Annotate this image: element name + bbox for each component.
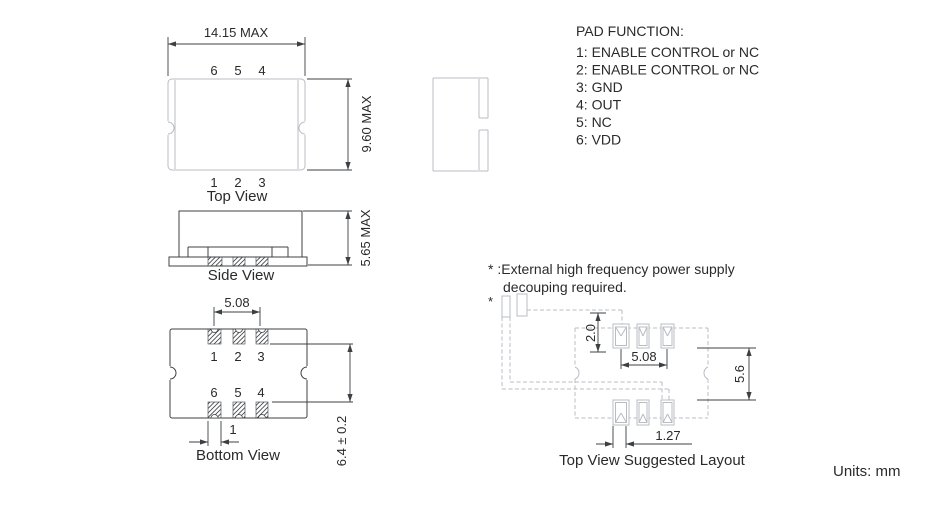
layout-note-marker: *	[488, 294, 493, 309]
drawing-text: 14.15 MAX 9.60 MAX 6 5 4 1 2 3 Top View …	[196, 23, 900, 480]
arrow-left	[221, 439, 229, 445]
dim-bottom-span-lines	[270, 343, 353, 403]
pin-number: 1	[210, 175, 217, 190]
arrow-down	[347, 394, 353, 402]
arrow-down	[746, 392, 752, 400]
side-notch	[703, 366, 709, 380]
dim-side-height-value: 5.65 MAX	[358, 209, 373, 266]
dark-outlines	[168, 210, 309, 419]
arrow-left	[214, 309, 222, 315]
side-notch	[169, 366, 177, 380]
pin-number: 4	[258, 63, 265, 78]
layout-pad	[612, 323, 630, 349]
pin-number: 6	[210, 63, 217, 78]
side-notch	[300, 366, 308, 380]
arrow-left	[621, 362, 629, 368]
dim-layout-clearance-value: 2.0	[583, 324, 598, 342]
side-notch	[167, 121, 175, 135]
pad-function-item: 5: NC	[576, 114, 612, 130]
pin-number: 6	[210, 385, 217, 400]
bottom-view-body	[168, 328, 309, 419]
layout-pad	[660, 399, 675, 426]
dim-side-height-lines	[303, 210, 352, 266]
side-notch	[298, 121, 306, 135]
pad-function-title: PAD FUNCTION:	[576, 23, 684, 39]
layout-note-line1: * :External high frequency power supply	[488, 261, 735, 277]
side-view-pads	[207, 256, 269, 267]
arrow-down	[595, 344, 601, 352]
layout-traces	[501, 309, 670, 400]
arrow-up	[595, 313, 601, 321]
top-view-body	[166, 78, 307, 171]
layout-view-label: Top View Suggested Layout	[559, 452, 746, 469]
pin-number: 3	[258, 175, 265, 190]
layout-pads-bottom-row	[612, 399, 675, 426]
dim-layout-span-lines	[697, 347, 756, 401]
dim-bottom-pitch-value: 5.08	[224, 295, 249, 310]
pin-number: 5	[234, 385, 241, 400]
end-view-body	[432, 77, 489, 172]
arrow-right	[200, 439, 208, 445]
dim-top-height-value: 9.60 MAX	[359, 95, 374, 152]
layout-pad	[636, 399, 650, 426]
dim-bottom-span-value: 6.4 ± 0.2	[334, 416, 349, 467]
pad-function-item: 6: VDD	[576, 132, 621, 148]
pad-function-item: 4: OUT	[576, 97, 622, 113]
arrow-up	[746, 348, 752, 356]
arrow-up	[347, 344, 353, 352]
pad-castellations-top	[210, 328, 266, 333]
dim-layout-span-value: 5.6	[732, 365, 747, 383]
dim-layout-pitch-value: 5.08	[631, 349, 656, 364]
pin-number: 3	[257, 349, 264, 364]
arrow-up	[345, 211, 351, 219]
pad-function-item: 3: GND	[576, 79, 623, 95]
arrow-down	[345, 257, 351, 265]
pad-function-item: 1: ENABLE CONTROL or NC	[576, 44, 759, 60]
dim-bottom-padwidth-value: 1	[229, 422, 236, 437]
arrow-right	[659, 362, 667, 368]
bottom-view-pads-bottom	[207, 401, 269, 419]
layout-pads-top-row	[612, 323, 675, 349]
layout-cap-pads	[501, 293, 528, 318]
pad-function-list: PAD FUNCTION: 1: ENABLE CONTROL or NC 2:…	[576, 23, 759, 148]
dim-top-width-lines	[167, 37, 306, 76]
dimension-arrows	[168, 41, 752, 447]
arrow-down	[345, 162, 351, 170]
layout-pad	[636, 323, 650, 349]
top-view-label: Top View	[207, 188, 268, 205]
side-view-label: Side View	[208, 267, 275, 284]
pad-castellations-bottom	[210, 414, 266, 419]
bottom-view-label: Bottom View	[196, 447, 280, 464]
arrow-up	[345, 79, 351, 87]
bottom-view-pads-top	[207, 328, 269, 345]
dim-top-width-value: 14.15 MAX	[204, 25, 269, 40]
dim-layout-padwidth-lines	[596, 426, 692, 448]
units-label: Units: mm	[833, 463, 901, 480]
layout-pad	[660, 323, 675, 349]
dim-top-height-lines	[307, 78, 352, 171]
arrow-left	[626, 441, 634, 447]
arrow-left	[168, 41, 176, 47]
side-view-body	[168, 210, 308, 267]
arrow-right	[297, 41, 305, 47]
dim-layout-padwidth-value: 1.27	[655, 428, 680, 443]
light-outlines	[166, 77, 709, 426]
arrow-right	[252, 309, 260, 315]
pin-number: 2	[234, 349, 241, 364]
pad-function-item: 2: ENABLE CONTROL or NC	[576, 62, 759, 78]
pin-number: 1	[210, 349, 217, 364]
side-notch	[574, 366, 580, 380]
pin-number: 2	[234, 175, 241, 190]
pin-number: 5	[234, 63, 241, 78]
dim-bottom-padwidth-lines	[189, 421, 239, 446]
dimension-lines	[167, 37, 756, 448]
pin-number: 4	[257, 385, 264, 400]
layout-note-line2: decouping required.	[503, 279, 627, 295]
layout-pad	[612, 399, 630, 426]
arrow-right	[605, 441, 613, 447]
